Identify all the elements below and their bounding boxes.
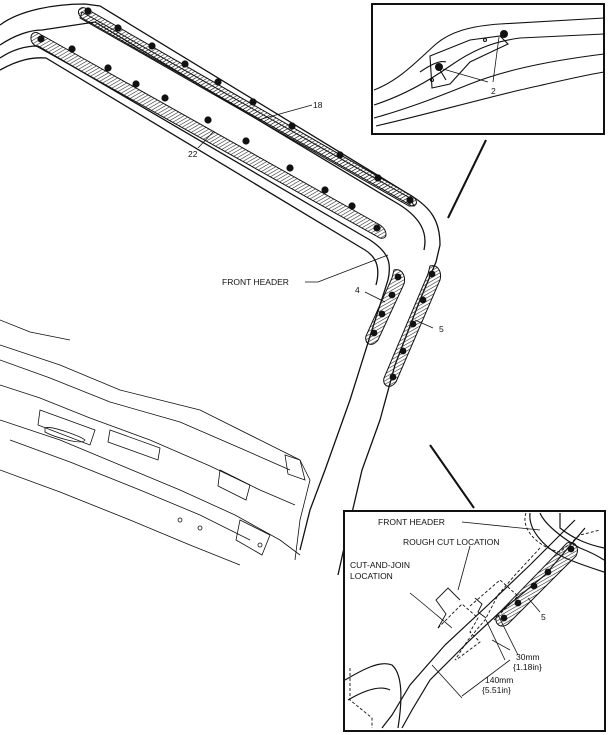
callout-2: 2	[491, 86, 496, 96]
dimension-140mm: 140mm	[485, 675, 513, 685]
callout-18: 18	[313, 100, 323, 110]
cut-and-join-label-line2: LOCATION	[350, 571, 393, 581]
weld-points-4	[370, 273, 402, 337]
weld-strip-22	[30, 32, 387, 239]
front-header-label: FRONT HEADER	[222, 277, 289, 287]
cowl-structure	[0, 319, 311, 566]
detail-pointers	[429, 139, 487, 509]
dimension-30in: {1.18in}	[513, 662, 542, 672]
dimension-140in: {5.51in}	[482, 685, 511, 695]
detail-top: 2	[371, 3, 605, 135]
front-header-detail-label: FRONT HEADER	[378, 517, 445, 527]
cut-and-join-label-line1: CUT-AND-JOIN	[350, 560, 410, 570]
weld-points-22	[37, 35, 381, 232]
weld-points-detail	[500, 545, 575, 622]
rough-cut-location-label: ROUGH CUT LOCATION	[403, 537, 500, 547]
weld-points-5	[389, 270, 436, 381]
weld-strip-4	[365, 269, 405, 345]
detail-bottom: FRONT HEADER ROUGH CUT LOCATION CUT-AND-…	[343, 510, 606, 732]
callout-5-detail: 5	[541, 612, 546, 622]
dimension-30mm: 30mm	[516, 652, 540, 662]
callout-4: 4	[355, 285, 360, 295]
main-leaders	[197, 104, 434, 329]
callout-5-main: 5	[439, 324, 444, 334]
weld-points-18	[84, 7, 414, 204]
weld-strip-18	[77, 7, 417, 207]
callout-22: 22	[188, 149, 198, 159]
